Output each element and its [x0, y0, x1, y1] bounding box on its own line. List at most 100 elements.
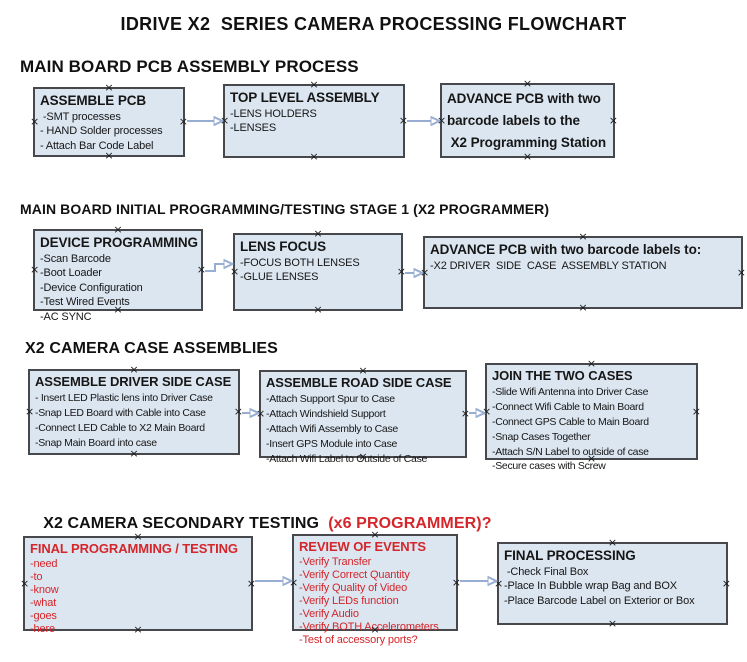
connection-point-icon: × [437, 113, 447, 127]
flow-step: -goes [30, 609, 57, 622]
box-title: ADVANCE PCB with two barcode labels to: [430, 242, 702, 257]
flow-step: -SMT processes [40, 110, 121, 123]
flow-step: -LENSES [230, 122, 277, 135]
connection-point-icon: × [482, 404, 492, 418]
connection-point-icon: × [129, 363, 139, 376]
connection-point-icon: × [256, 407, 266, 420]
connection-point-icon: × [113, 223, 123, 236]
flow-step: -Device Configuration [40, 281, 143, 294]
flow-step: -to [30, 570, 43, 583]
flow-box-device-programming: DEVICE PROGRAMMING -Scan Barcode -Boot L… [30, 223, 206, 323]
connection-point-icon: × [578, 230, 588, 243]
flow-step: -FOCUS BOTH LENSES [240, 256, 360, 269]
connection-point-icon: × [25, 405, 35, 418]
flow-box-lens-focus: LENS FOCUS -FOCUS BOTH LENSES -GLUE LENS… [230, 227, 406, 316]
flow-step: -need [30, 557, 58, 570]
connection-point-icon: × [309, 150, 319, 163]
flow-step: -Verify Quality of Video [299, 581, 408, 594]
flow-step: -Secure cases with Screw [492, 460, 606, 473]
flow-step: - Attach Bar Code Label [40, 139, 154, 152]
box-title: JOIN THE TWO CASES [492, 368, 633, 383]
flow-step: - HAND Solder processes [40, 125, 163, 138]
flow-step: -Verify Transfer [299, 555, 372, 568]
flow-step: -Boot Loader [40, 267, 102, 280]
connection-point-icon: × [494, 576, 504, 590]
section-heading-case-assemblies: X2 CAMERA CASE ASSEMBLIES [25, 340, 278, 357]
flow-box-assemble-driver-side-case: ASSEMBLE DRIVER SIDE CASE - Insert LED P… [25, 363, 243, 460]
flow-step: -Place Barcode Label on Exterior or Box [504, 594, 695, 607]
flow-step: -Check Final Box [504, 565, 589, 578]
connection-point-icon: × [313, 303, 323, 316]
flow-box-join-the-two-cases: JOIN THE TWO CASES -Slide Wifi Antenna i… [482, 357, 701, 472]
box-title: DEVICE PROGRAMMING [40, 235, 198, 250]
flow-box-final-processing: FINAL PROCESSING -Check Final Box -Place… [494, 536, 731, 630]
box-title: LENS FOCUS [240, 239, 327, 254]
flow-box-top-level-assembly: TOP LEVEL ASSEMBLY -LENS HOLDERS -LENSES… [220, 78, 408, 163]
box-title: REVIEW OF EVENTS [299, 539, 426, 554]
flow-step: -Snap Main Board into case [35, 436, 157, 449]
box-title: ADVANCE PCB with two barcode labels to t… [447, 91, 606, 150]
flow-step: -Test Wired Events [40, 296, 130, 309]
box-title: ASSEMBLE PCB [40, 93, 147, 108]
box-title: FINAL PROGRAMMING / TESTING [30, 541, 238, 556]
flow-box-assemble-pcb: ASSEMBLE PCB -SMT processes - HAND Solde… [30, 81, 188, 162]
flow-step: -AC SYNC [40, 310, 92, 323]
flow-step: -Verify BOTH Accelerometers [299, 620, 439, 633]
flow-box-review-of-events: REVIEW OF EVENTS -Verify Transfer -Verif… [289, 529, 461, 646]
flow-step: -LENS HOLDERS [230, 107, 317, 120]
flow-step: -know [30, 583, 59, 596]
flow-step: -X2 DRIVER SIDE CASE ASSEMBLY STATION [430, 259, 667, 272]
flow-step: -Verify Audio [299, 607, 359, 620]
flow-step: -Snap Cases Together [492, 430, 591, 443]
section-heading-initial-programming: MAIN BOARD INITIAL PROGRAMMING/TESTING S… [20, 201, 550, 217]
connection-point-icon: × [30, 263, 40, 276]
flow-step: -here [30, 622, 55, 635]
connection-point-icon: × [289, 575, 299, 589]
page-title: IDRIVE X2 SERIES CAMERA PROCESSING FLOWC… [120, 14, 627, 34]
connection-point-icon: × [220, 114, 230, 127]
box-title: TOP LEVEL ASSEMBLY [230, 90, 380, 105]
connection-point-icon: × [309, 78, 319, 91]
flow-step: -Connect GPS Cable to Main Board [492, 415, 649, 428]
flow-box-advance-to-driver-side-station: ADVANCE PCB with two barcode labels to: … [420, 230, 746, 314]
flow-step: -Attach Wifi Assembly to Case [266, 422, 398, 435]
connection-point-icon: × [30, 115, 40, 128]
flow-step: -Verify LEDs function [299, 594, 399, 607]
section-heading-pcb-assembly: MAIN BOARD PCB ASSEMBLY PROCESS [20, 57, 359, 76]
flow-step: -what [30, 596, 57, 609]
section-heading-text: X2 CAMERA SECONDARY TESTING [43, 515, 329, 532]
flow-step: -Connect LED Cable to X2 Main Board [35, 421, 205, 434]
flow-box-final-programming-testing: FINAL PROGRAMMING / TESTING -need -to -k… [20, 531, 256, 635]
flow-step: -Place In Bubble wrap Bag and BOX [504, 580, 677, 593]
connection-point-icon: × [104, 149, 114, 162]
box-title: ASSEMBLE DRIVER SIDE CASE [35, 374, 232, 389]
flow-step: - Insert LED Plastic lens into Driver Ca… [35, 391, 213, 404]
connection-point-icon: × [522, 77, 533, 90]
flow-step: -Insert GPS Module into Case [266, 437, 398, 450]
section-heading-red-text: (x6 PROGRAMMER)? [328, 515, 492, 532]
connection-point-icon: × [129, 447, 139, 460]
connection-point-icon: × [522, 150, 533, 163]
flow-step: -Attach Windshield Support [266, 407, 386, 420]
box-title: FINAL PROCESSING [504, 548, 636, 563]
connection-point-icon: × [20, 576, 30, 590]
flow-step: -Attach Wifi Label to Outside of Case [266, 452, 428, 465]
flow-step: -Test of accessory ports? [299, 633, 418, 646]
flow-step: -Snap LED Board with Cable into Case [35, 406, 206, 419]
connection-point-icon: × [578, 301, 588, 314]
connection-point-icon: × [607, 617, 618, 630]
connection-point-icon: × [104, 81, 114, 94]
flow-step: -Connect Wifi Cable to Main Board [492, 400, 644, 413]
flow-step: -Slide Wifi Antenna into Driver Case [492, 385, 649, 398]
flow-box-advance-to-programming-station: ADVANCE PCB with two barcode labels to t… [437, 77, 618, 163]
flow-step: -Verify Correct Quantity [299, 568, 410, 581]
connection-point-icon: × [420, 265, 430, 279]
connection-point-icon: × [313, 227, 323, 240]
box-title: ASSEMBLE ROAD SIDE CASE [266, 375, 452, 390]
connection-point-icon: × [358, 364, 368, 377]
flow-step: -Attach S/N Label to outside of case [492, 445, 649, 458]
flow-step: -Attach Support Spur to Case [266, 392, 395, 405]
connection-point-icon: × [607, 536, 618, 549]
connection-point-icon: × [586, 357, 597, 370]
